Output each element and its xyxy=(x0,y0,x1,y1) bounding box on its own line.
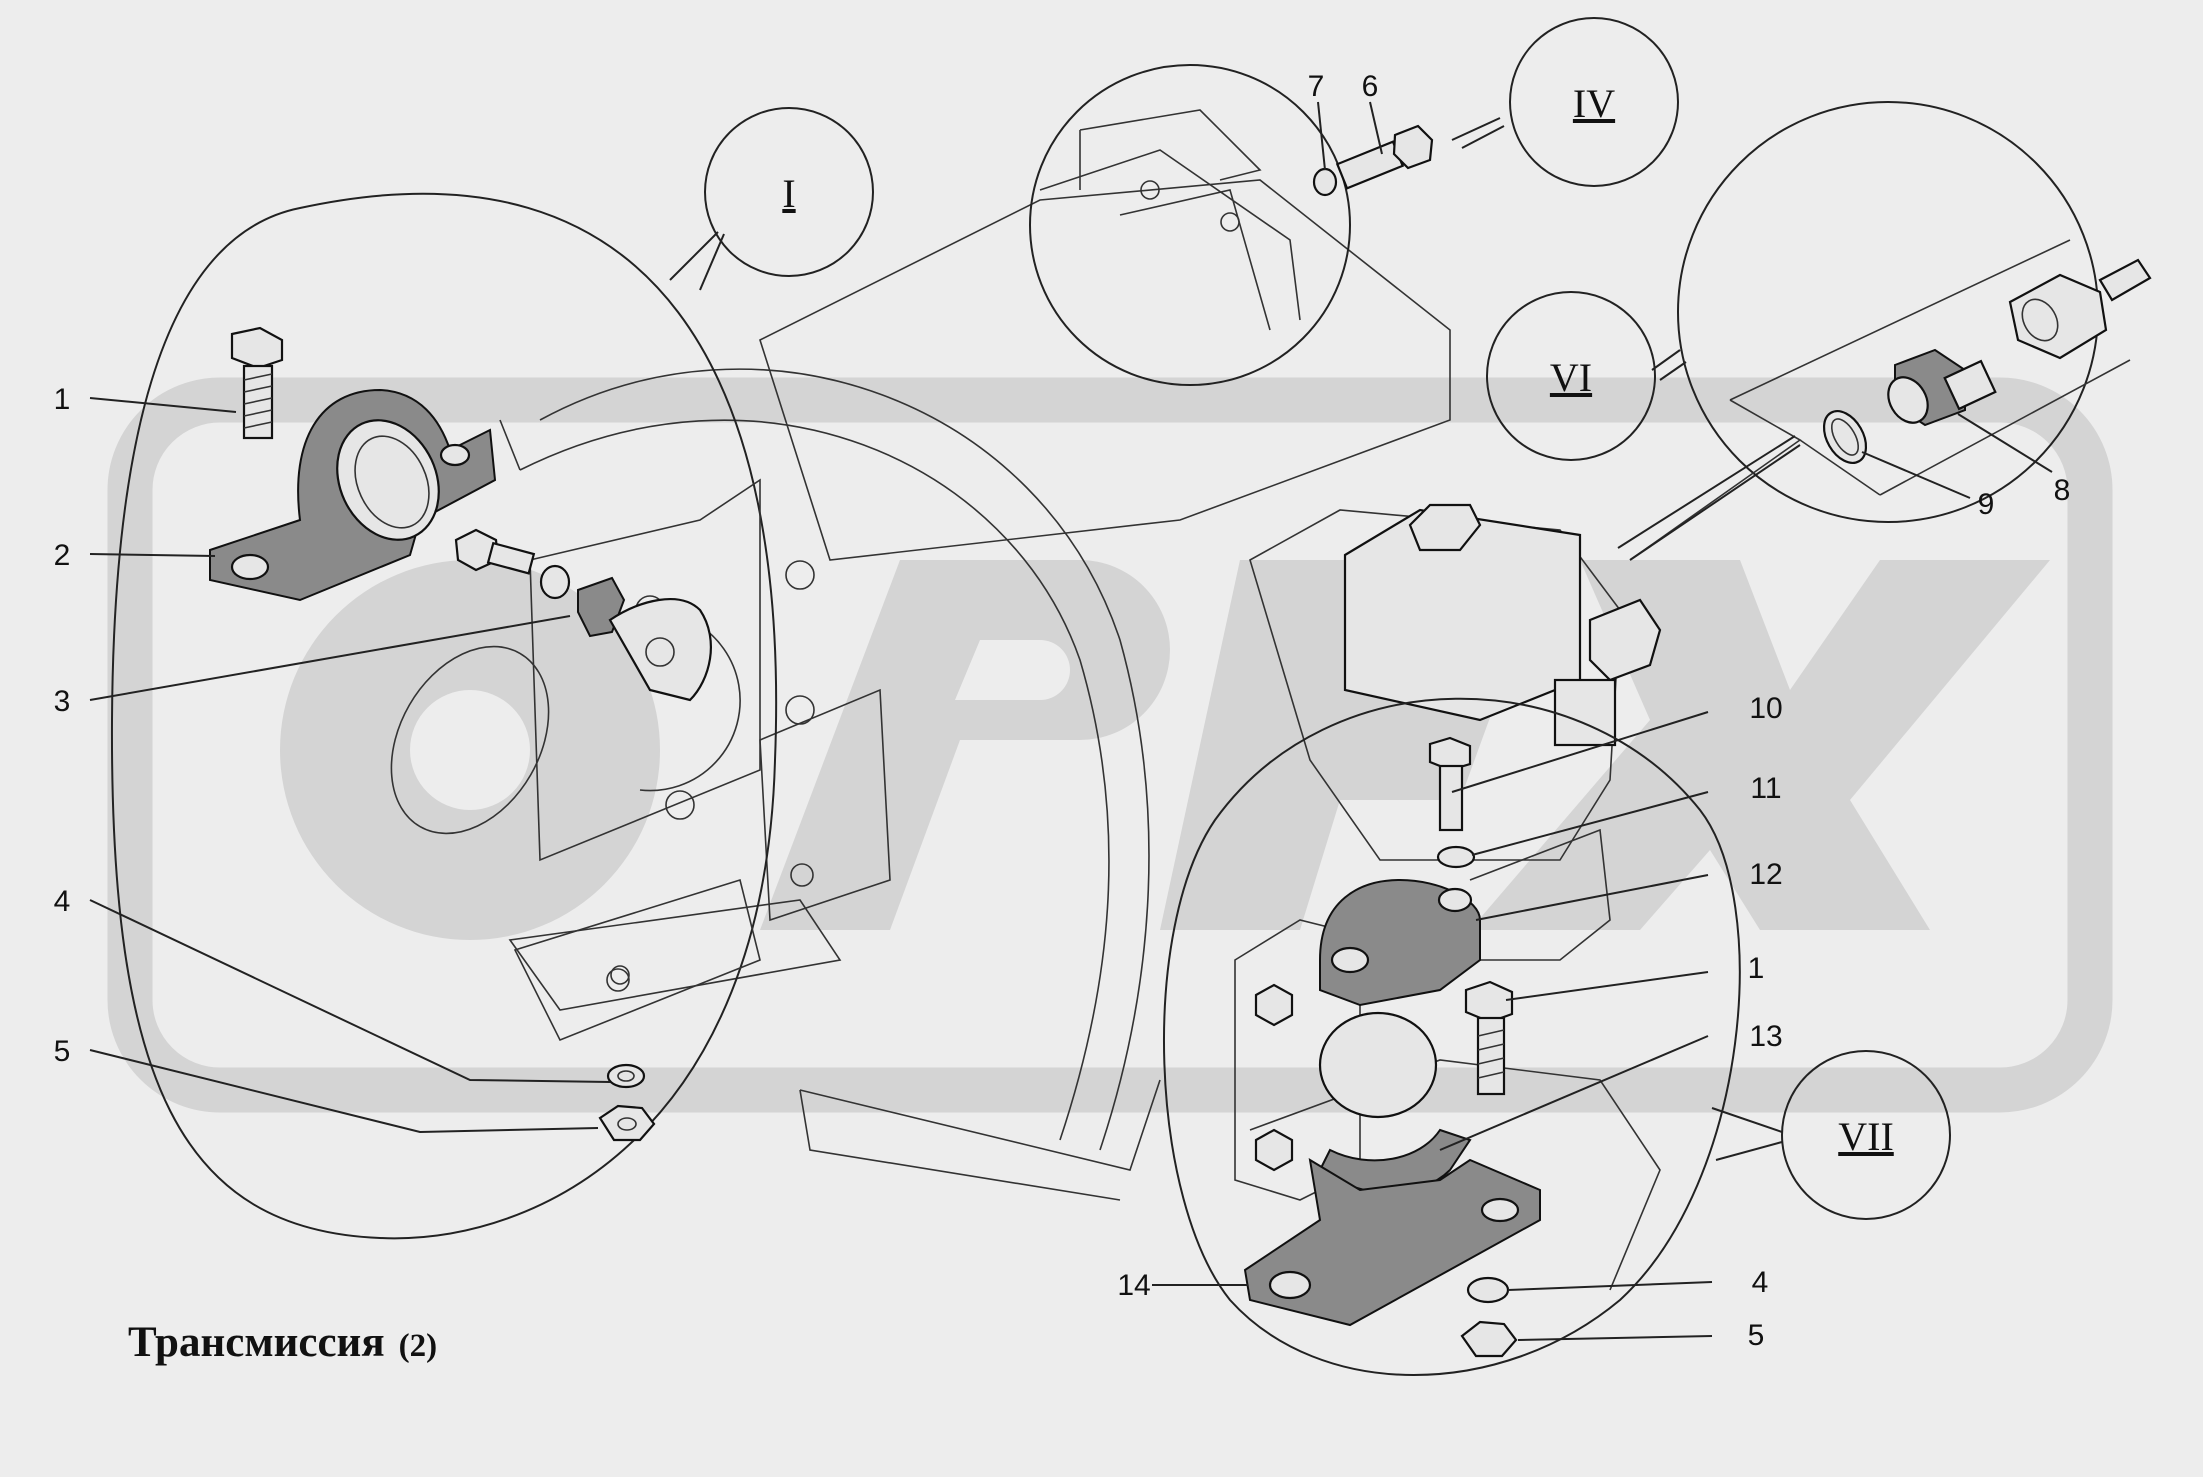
view-i-label: I xyxy=(782,171,795,216)
callout-left-2: 2 xyxy=(54,539,71,572)
washer-part-4-lower xyxy=(1466,1276,1510,1304)
seal-ring-part-9 xyxy=(1822,410,1868,464)
callout-right-11: 11 xyxy=(1750,772,1781,805)
view-iv-label: IV xyxy=(1573,81,1615,126)
callout-top-6: 6 xyxy=(1362,70,1379,103)
lock-plate-part-3 xyxy=(454,528,712,702)
callout-right-1: 1 xyxy=(1748,952,1765,985)
washer-part-4 xyxy=(606,1063,646,1089)
callout-top-7: 7 xyxy=(1308,70,1325,103)
valve-block xyxy=(1343,503,1662,747)
callout-left-4: 4 xyxy=(54,885,71,918)
callout-right-10: 10 xyxy=(1749,692,1782,725)
callout-left-1: 1 xyxy=(54,383,71,416)
callout-right-9: 9 xyxy=(1978,488,1995,521)
spring-washer-part-7 xyxy=(1312,167,1338,197)
bolt-part-1-lower xyxy=(1464,980,1514,1096)
bolt-part-1 xyxy=(230,326,284,440)
nut-part-5-lower xyxy=(1460,1320,1518,1358)
view-vii-detail: 10 11 12 1 13 4 5 14 VII xyxy=(1117,692,1951,1376)
pipe-nut-detail xyxy=(2008,258,2152,360)
callout-right-8: 8 xyxy=(2054,474,2071,507)
bolt-part-10 xyxy=(1428,736,1472,832)
bearing-base-part-14 xyxy=(1243,1158,1541,1327)
transmission-housing xyxy=(499,179,1661,1291)
fitting-part-8 xyxy=(1887,348,1997,427)
callout-right-5: 5 xyxy=(1748,1319,1765,1352)
callout-right-4: 4 xyxy=(1752,1266,1769,1299)
view-vii-label: VII xyxy=(1838,1114,1894,1159)
bearing-cap-part-12 xyxy=(1319,878,1481,1007)
caption-subtitle: (2) xyxy=(398,1328,438,1364)
watermark-logo xyxy=(107,377,2113,1113)
bearing-housing-part-2 xyxy=(209,388,497,602)
diagram-caption: Трансмиссия (2) xyxy=(128,1318,437,1367)
view-iv-detail: 7 6 IV xyxy=(1029,17,1679,386)
callout-left-3: 3 xyxy=(54,685,71,718)
view-vi-detail: 9 8 VI xyxy=(1486,101,2152,561)
view-i-circle xyxy=(704,107,874,277)
bolt-part-6 xyxy=(1335,124,1434,190)
washer-part-11 xyxy=(1436,845,1476,869)
nut-part-5 xyxy=(598,1104,656,1142)
view-vi-label: VI xyxy=(1550,355,1592,400)
callout-left-5: 5 xyxy=(54,1035,71,1068)
caption-title: Трансмиссия xyxy=(128,1319,385,1366)
view-i-detail: I xyxy=(54,107,874,1240)
callout-left-14: 14 xyxy=(1117,1269,1150,1302)
callout-right-13: 13 xyxy=(1749,1020,1782,1053)
callout-right-12: 12 xyxy=(1749,858,1782,891)
